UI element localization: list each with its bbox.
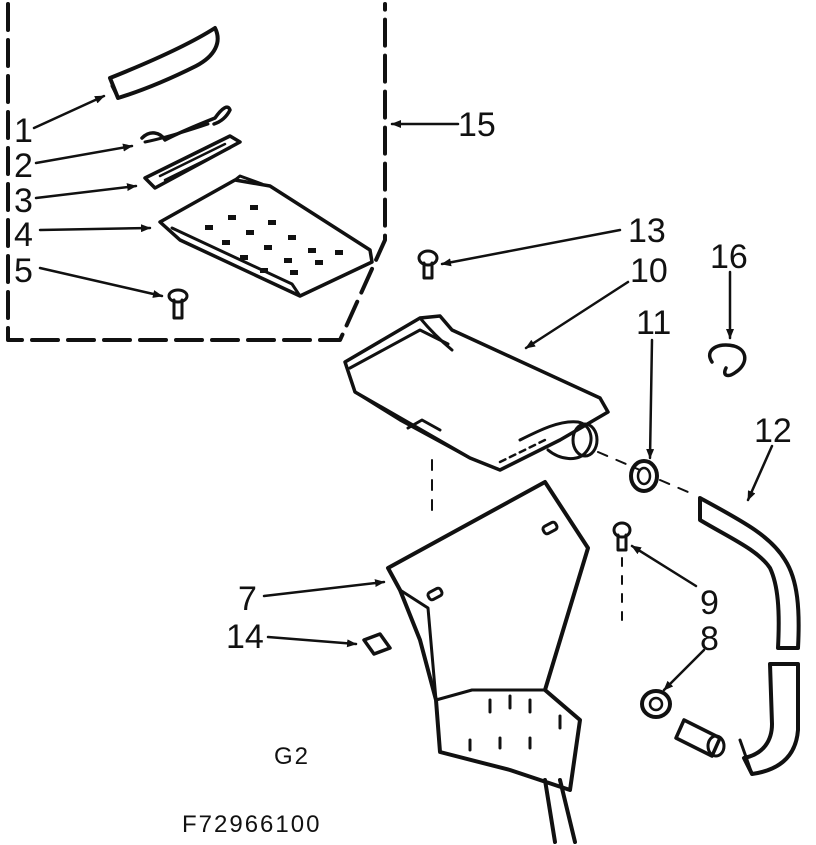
callout-16: 16	[710, 238, 748, 276]
leader-7	[262, 579, 386, 598]
callout-8: 8	[700, 620, 719, 658]
part-10-housing	[343, 314, 610, 472]
part-5-screw	[167, 288, 189, 320]
part-9-screw	[612, 521, 632, 552]
figure-code: G2	[274, 743, 310, 770]
assembly-line	[597, 451, 689, 493]
leader-lines	[32, 94, 774, 692]
leader-9	[630, 544, 698, 588]
leader-14	[266, 635, 358, 648]
leader-4	[38, 224, 152, 233]
callout-14: 14	[226, 618, 264, 656]
part-4-tray	[158, 174, 374, 298]
callout-12: 12	[754, 412, 792, 450]
leader-13	[440, 228, 622, 267]
part-11-clamp	[629, 459, 659, 493]
kit-boundary	[6, 2, 387, 342]
part-14-clip	[362, 632, 392, 656]
part-2-clip	[140, 105, 232, 144]
callout-10: 10	[630, 252, 668, 290]
leader-10	[524, 280, 630, 350]
part-16-hook	[708, 343, 747, 378]
leader-2	[34, 143, 134, 165]
leader-12	[746, 444, 774, 502]
part-13-screw	[417, 249, 439, 280]
callout-11: 11	[636, 304, 671, 342]
callout-3: 3	[14, 182, 33, 220]
callout-5: 5	[14, 252, 33, 290]
part-12-hose	[698, 496, 801, 776]
part-3-latch	[143, 134, 242, 190]
leader-5	[38, 266, 164, 298]
leader-1	[32, 94, 106, 130]
callout-15: 15	[458, 106, 496, 144]
callout-2: 2	[14, 147, 33, 185]
part-8-clamp	[640, 689, 726, 758]
drawing-number: F72966100	[182, 811, 321, 838]
callout-7: 7	[238, 580, 257, 618]
part-1-handle	[108, 26, 220, 100]
callout-1: 1	[14, 112, 33, 150]
leader-3	[34, 183, 138, 200]
leader-11	[646, 338, 655, 460]
callout-9: 9	[700, 584, 719, 622]
callout-13: 13	[628, 212, 666, 250]
leader-8	[662, 648, 706, 692]
callout-4: 4	[14, 216, 33, 254]
part-7-bracket	[386, 480, 590, 844]
